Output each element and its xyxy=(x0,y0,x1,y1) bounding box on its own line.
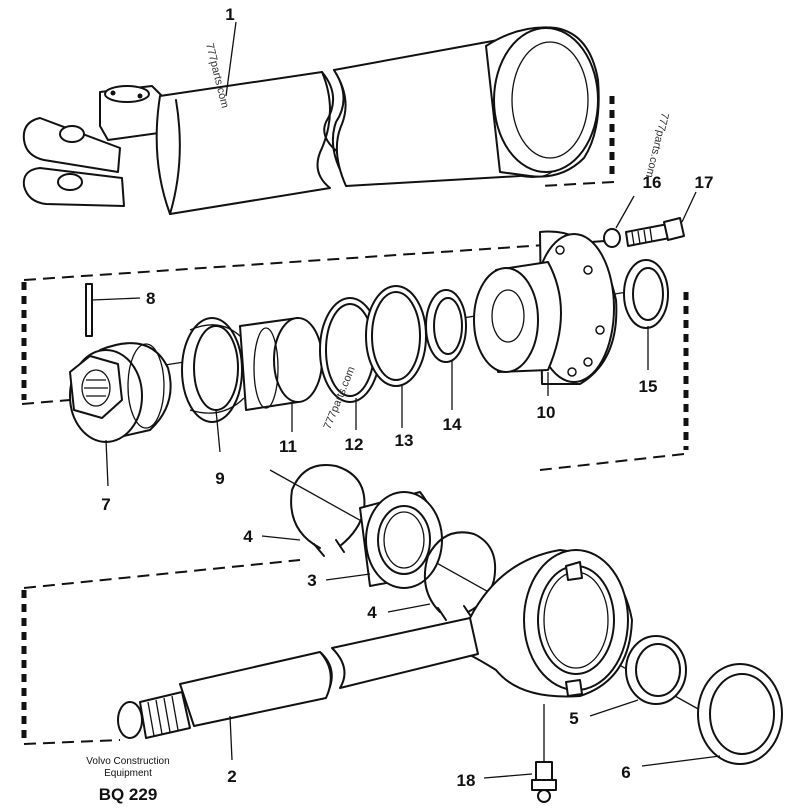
part-5-bushing xyxy=(589,635,687,717)
part-6-seal xyxy=(641,663,783,767)
callout-2: 2 xyxy=(227,767,236,786)
part-2-piston-rod xyxy=(117,549,633,761)
part-16-washer xyxy=(603,195,635,248)
part-15-wiper xyxy=(623,259,669,370)
callout-4b: 4 xyxy=(367,603,377,622)
watermark-2: 777parts.com xyxy=(643,111,671,179)
caption-line-2: Equipment xyxy=(104,768,152,779)
part-8-pin xyxy=(85,283,141,337)
callout-9: 9 xyxy=(215,469,224,488)
callout-17: 17 xyxy=(695,173,714,192)
callout-12: 12 xyxy=(345,435,364,454)
part-3-bearing xyxy=(325,491,443,589)
part-10-cylinder-head xyxy=(473,230,618,396)
callout-4a: 4 xyxy=(243,527,253,546)
callout-6: 6 xyxy=(621,763,630,782)
cylinder-tube xyxy=(22,26,600,215)
callout-14: 14 xyxy=(443,415,462,434)
callout-8: 8 xyxy=(146,289,155,308)
callout-16: 16 xyxy=(643,173,662,192)
drawing-code: BQ 229 xyxy=(99,785,158,804)
callout-11: 11 xyxy=(279,437,297,456)
callout-5: 5 xyxy=(569,709,578,728)
part-17-bolt xyxy=(625,191,697,247)
part-7-nut xyxy=(69,342,172,487)
part-14-seal xyxy=(425,289,467,410)
callout-1: 1 xyxy=(225,5,234,24)
part-9-piston xyxy=(181,317,245,453)
callout-3: 3 xyxy=(307,571,316,590)
callout-13: 13 xyxy=(395,431,414,450)
part-12-oring xyxy=(319,297,381,430)
part-11-sleeve xyxy=(239,317,323,432)
part-18-grease-nipple xyxy=(483,704,557,803)
caption-line-1: Volvo Construction xyxy=(86,756,169,767)
callout-15: 15 xyxy=(639,377,658,396)
callout-18: 18 xyxy=(457,771,476,790)
callout-7: 7 xyxy=(101,495,110,514)
part-13-backup-ring xyxy=(365,285,427,428)
part-4-circlip-upper xyxy=(261,464,366,557)
callout-10: 10 xyxy=(537,403,556,422)
